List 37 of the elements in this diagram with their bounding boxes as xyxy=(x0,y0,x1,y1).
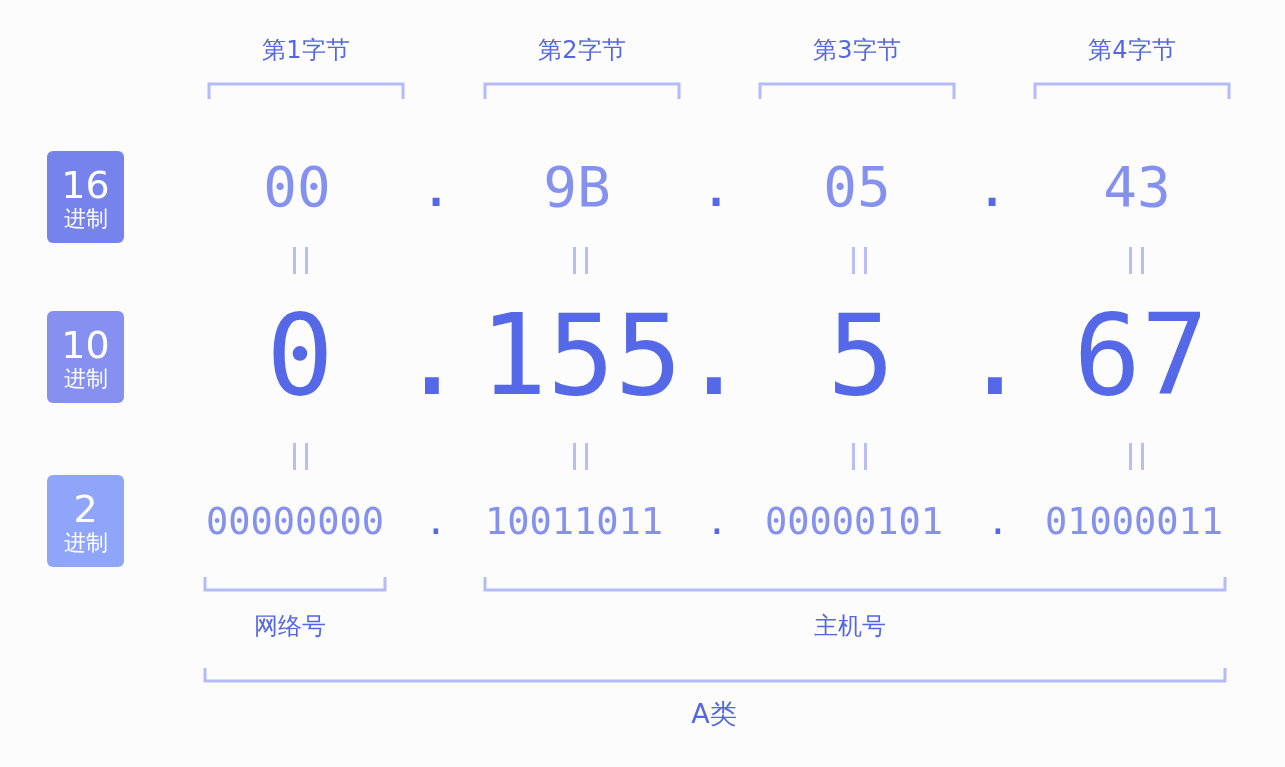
number-base-badge xyxy=(47,475,124,567)
separator-dot: . xyxy=(699,159,733,215)
number-base-badge xyxy=(47,151,124,243)
badge-label: 进制 xyxy=(63,532,108,554)
byte-heading: 第2字节 xyxy=(538,38,626,62)
byte-heading: 第3字节 xyxy=(813,38,901,62)
badge-label: 进制 xyxy=(63,368,108,390)
hex-value: 9B xyxy=(543,159,611,215)
decimal-value: 5 xyxy=(827,299,895,411)
separator-dot: . xyxy=(705,502,729,540)
separator-dot: . xyxy=(398,299,466,411)
separator-dot: . xyxy=(419,159,453,215)
badge-number: 2 xyxy=(73,490,98,528)
separator-dot: . xyxy=(975,159,1009,215)
binary-value: 00000101 xyxy=(764,502,944,540)
decimal-value: 67 xyxy=(1073,299,1209,411)
number-base-badge xyxy=(47,311,124,403)
decimal-value: 155 xyxy=(479,299,683,411)
decimal-value: 0 xyxy=(266,299,334,411)
badge-number: 10 xyxy=(61,326,110,364)
byte-heading: 第1字节 xyxy=(262,38,350,62)
separator-dot: . xyxy=(961,299,1029,411)
bracket-label: 主机号 xyxy=(814,614,886,638)
binary-value: 00000000 xyxy=(205,502,385,540)
badge-number: 16 xyxy=(61,166,110,204)
separator-dot: . xyxy=(986,502,1010,540)
bracket-label: A类 xyxy=(691,699,737,727)
binary-value: 01000011 xyxy=(1044,502,1224,540)
badge-label: 进制 xyxy=(63,208,108,230)
separator-dot: . xyxy=(424,502,448,540)
bracket-label: 网络号 xyxy=(254,614,326,638)
separator-dot: . xyxy=(680,299,748,411)
binary-value: 10011011 xyxy=(484,502,664,540)
hex-value: 00 xyxy=(263,159,331,215)
byte-heading: 第4字节 xyxy=(1088,38,1176,62)
hex-value: 05 xyxy=(823,159,891,215)
hex-value: 43 xyxy=(1103,159,1171,215)
